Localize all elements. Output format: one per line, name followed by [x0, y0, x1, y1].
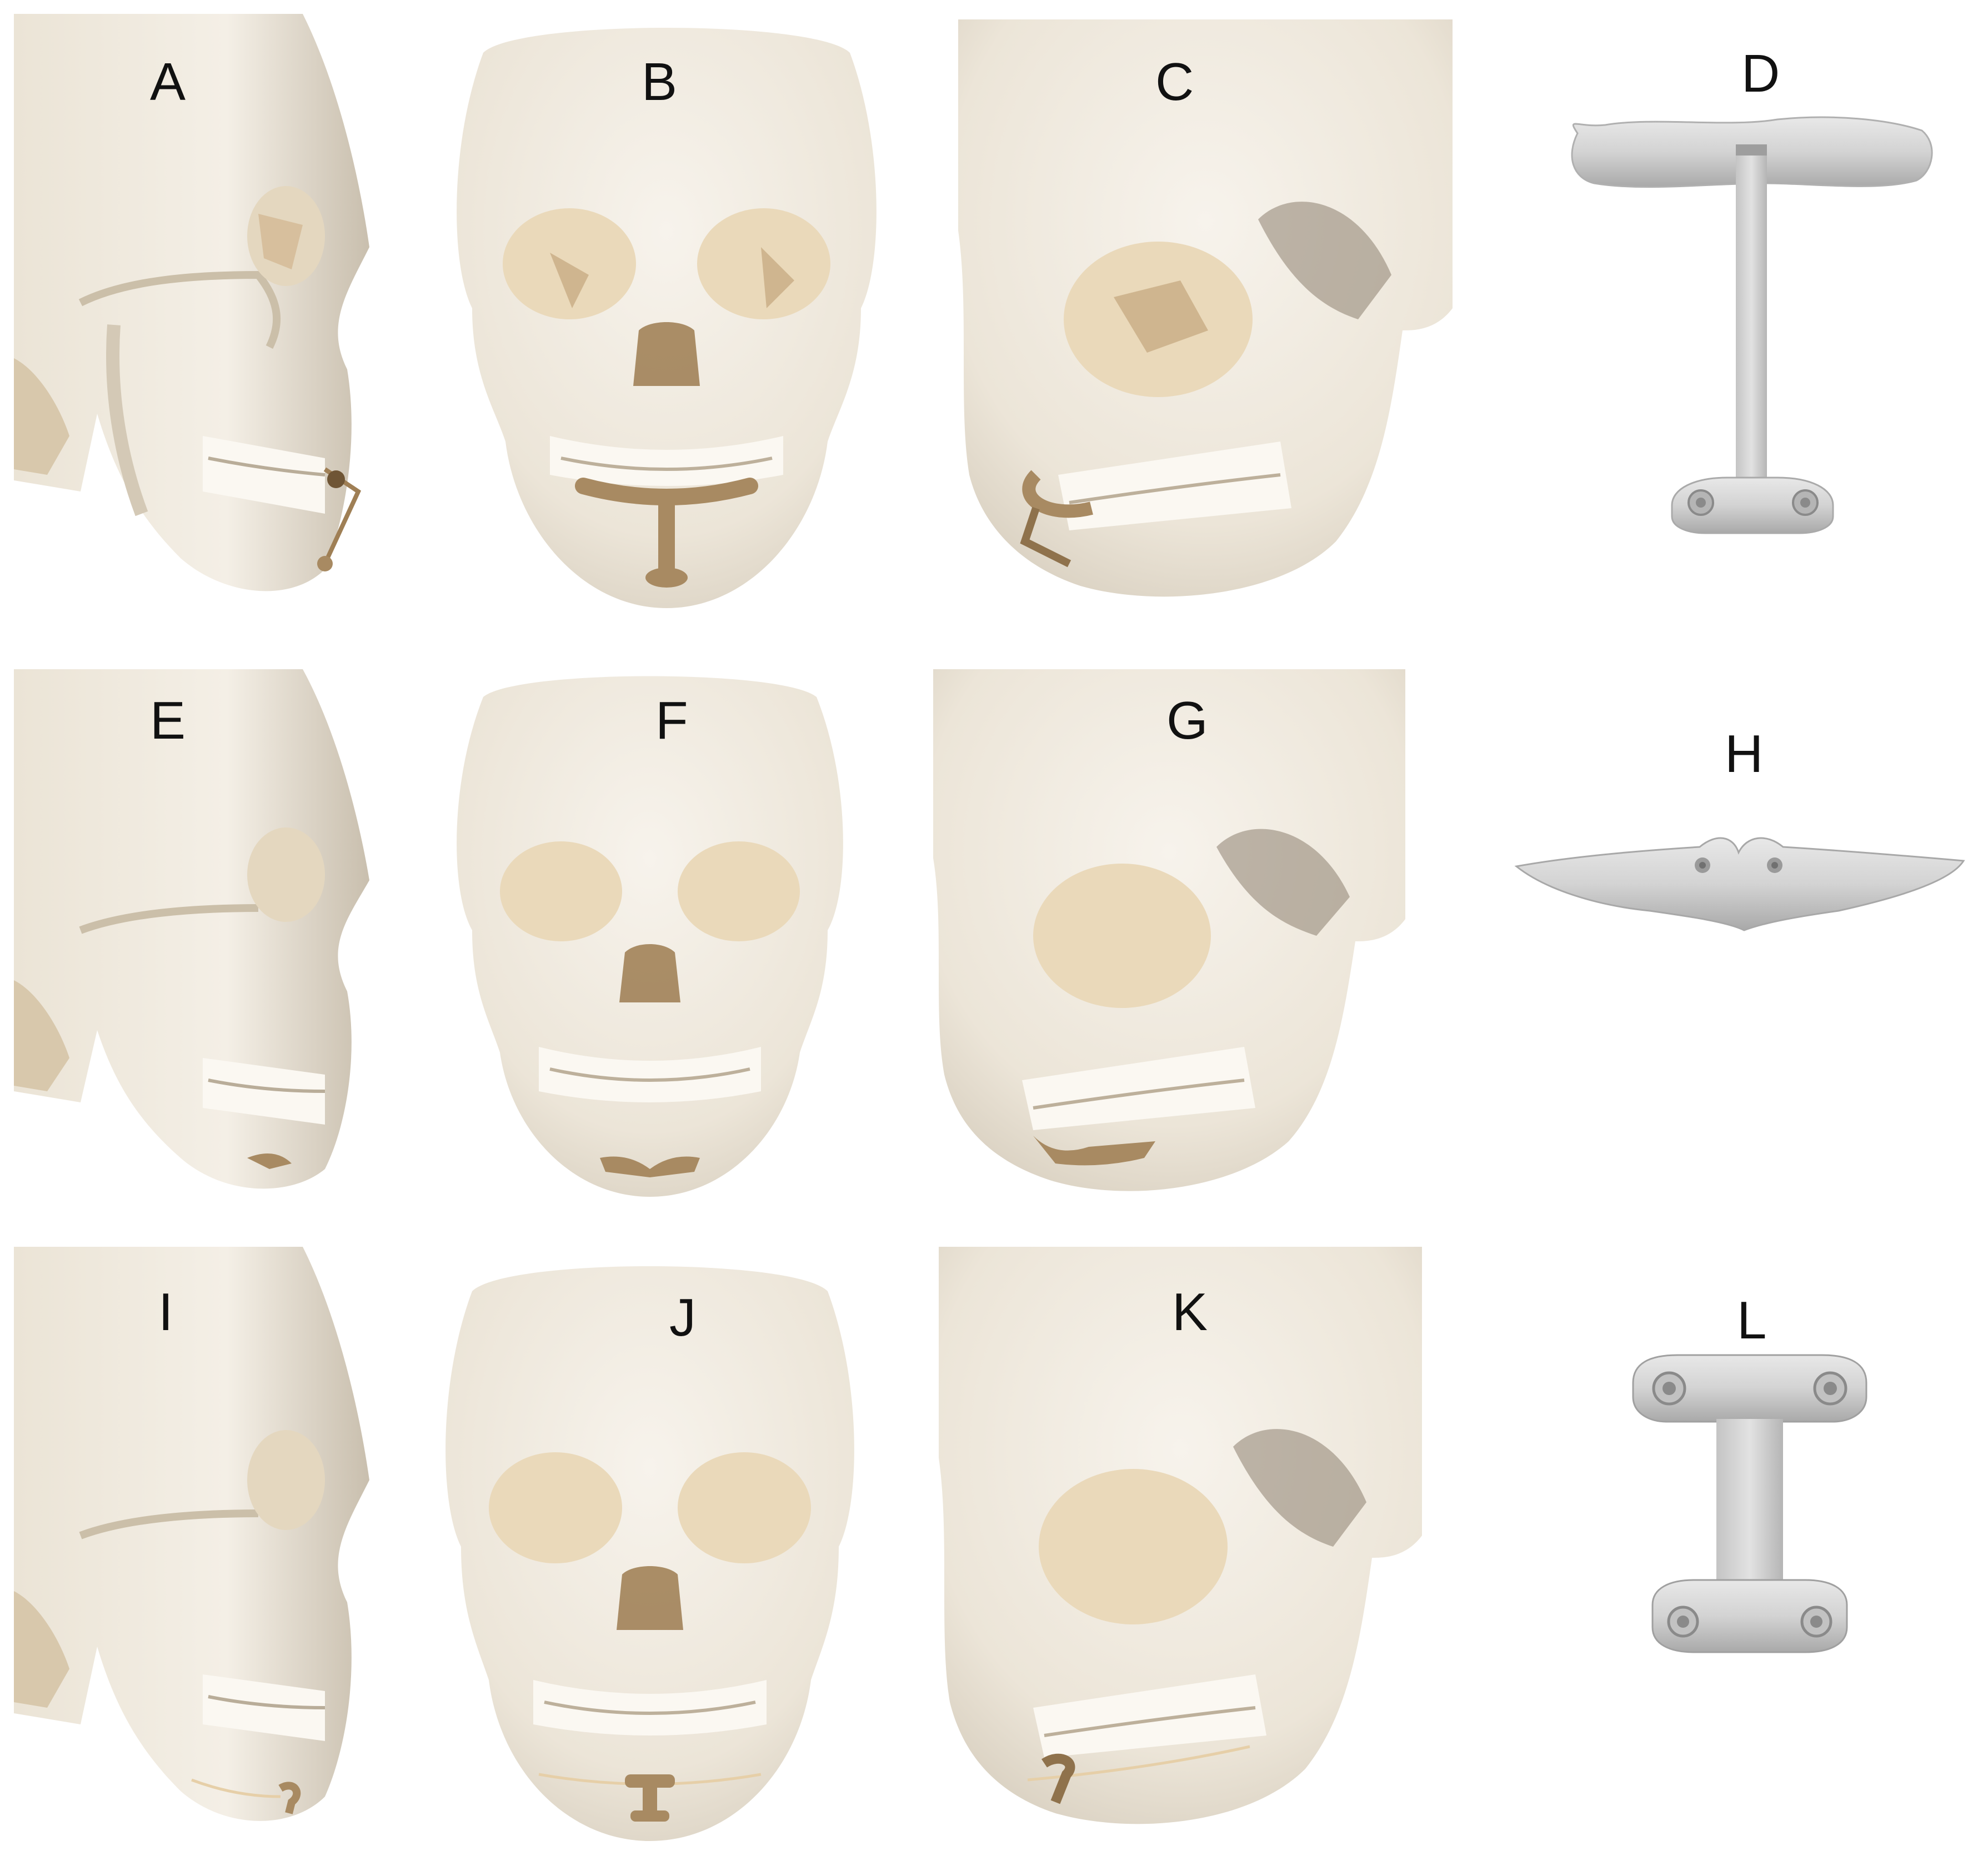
- skull-oblique-view: [939, 1247, 1422, 1824]
- panel-a: A: [14, 14, 375, 614]
- panel-g: G: [922, 669, 1411, 1202]
- skull-frontal-view: [457, 676, 843, 1197]
- panel-f: F: [450, 669, 850, 1202]
- skull-lateral-view: [14, 1247, 369, 1821]
- panel-label-g: G: [1166, 691, 1208, 750]
- skull-frontal-view: [457, 28, 877, 608]
- implant-small-t-plate: [625, 1774, 675, 1788]
- skull-oblique-view: [933, 669, 1405, 1191]
- panel-c: C: [947, 19, 1458, 614]
- skull-oblique-view: [958, 19, 1453, 597]
- panel-j: J: [439, 1258, 861, 1847]
- panel-label-c: C: [1155, 52, 1194, 112]
- implant-chin-plate: [1033, 1136, 1155, 1166]
- implant-wire: [1020, 506, 1071, 568]
- curved-chin-plate-device: [1514, 837, 1965, 931]
- double-t-plate-device: [1632, 1354, 1867, 1653]
- panel-h: H: [1511, 722, 1966, 955]
- panel-label-b: B: [642, 52, 678, 112]
- panel-b: B: [450, 19, 883, 614]
- implant-small-t-plate: [1041, 1753, 1075, 1804]
- panel-k: K: [928, 1247, 1428, 1841]
- t-bar-splint-device: [1571, 116, 1933, 534]
- skull-lateral-view: [14, 14, 369, 591]
- implant-small-t-plate: [278, 1782, 301, 1814]
- panel-label-k: K: [1172, 1282, 1208, 1342]
- panel-label-l: L: [1737, 1291, 1767, 1350]
- panel-label-i: I: [158, 1282, 173, 1342]
- panel-l: L: [1611, 1294, 1889, 1694]
- panel-label-a: A: [150, 52, 186, 112]
- panel-e: E: [14, 669, 375, 1202]
- panel-label-f: F: [655, 691, 688, 750]
- panel-i: I: [14, 1247, 375, 1841]
- panel-label-d: D: [1741, 44, 1780, 103]
- panel-label-j: J: [669, 1288, 696, 1347]
- implant-chin-plate: [600, 1156, 700, 1177]
- implant-chin-plate: [247, 1153, 292, 1169]
- skull-lateral-view: [14, 669, 369, 1189]
- panel-d: D: [1544, 33, 1955, 544]
- panel-label-h: H: [1725, 724, 1764, 784]
- skull-frontal-view: [445, 1266, 854, 1841]
- panel-label-e: E: [150, 691, 186, 750]
